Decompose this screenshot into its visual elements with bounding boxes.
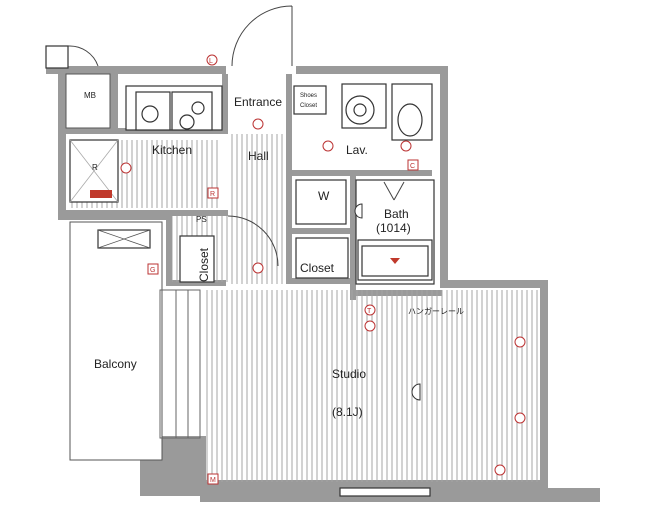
marker-m: M bbox=[210, 477, 216, 484]
bath-label: Bath bbox=[384, 207, 409, 221]
shoes-closet-label-2: Closet bbox=[300, 103, 317, 109]
hall-label: Hall bbox=[248, 149, 269, 163]
mb-box bbox=[65, 73, 111, 129]
marker-t: T bbox=[367, 308, 372, 315]
closet-label: Closet bbox=[300, 261, 335, 275]
balcony-label: Balcony bbox=[94, 357, 137, 371]
closet-vertical-label: Closet bbox=[197, 247, 211, 282]
studio-window bbox=[339, 487, 431, 497]
hanger-rail-label: ハンガーレール bbox=[408, 306, 464, 316]
marker-l: L bbox=[209, 58, 213, 65]
kitchen-counter bbox=[125, 85, 223, 131]
washer-space bbox=[295, 179, 347, 225]
closet-vertical-box bbox=[179, 235, 215, 283]
w-label: W bbox=[318, 189, 330, 203]
hall-door bbox=[227, 215, 279, 267]
shoes-closet-label-1: Shoes bbox=[300, 93, 317, 99]
entrance-label: Entrance bbox=[234, 95, 282, 109]
bath-unit bbox=[355, 179, 435, 285]
service-markers: L C R G M T bbox=[120, 54, 526, 485]
closet-box bbox=[295, 237, 349, 279]
bath-size-label: (1014) bbox=[376, 221, 411, 235]
ps-label: PS bbox=[196, 215, 207, 224]
studio-size-label: (8.1J) bbox=[332, 405, 363, 419]
floor-areas bbox=[70, 134, 540, 482]
refrigerator-space: R bbox=[69, 139, 119, 203]
studio-label: Studio bbox=[332, 367, 366, 381]
r-label: R bbox=[92, 163, 98, 172]
kitchen-label: Kitchen bbox=[152, 143, 192, 157]
lav-label: Lav. bbox=[346, 143, 368, 157]
marker-r: R bbox=[210, 191, 215, 198]
lavatory-fixtures bbox=[341, 83, 433, 141]
shoes-closet bbox=[293, 85, 327, 115]
entrance-door bbox=[231, 5, 293, 67]
marker-g: G bbox=[150, 267, 155, 274]
mb-label: MB bbox=[84, 91, 96, 100]
marker-c: C bbox=[410, 163, 415, 170]
balcony-area bbox=[69, 221, 201, 461]
mb-door bbox=[67, 45, 99, 67]
